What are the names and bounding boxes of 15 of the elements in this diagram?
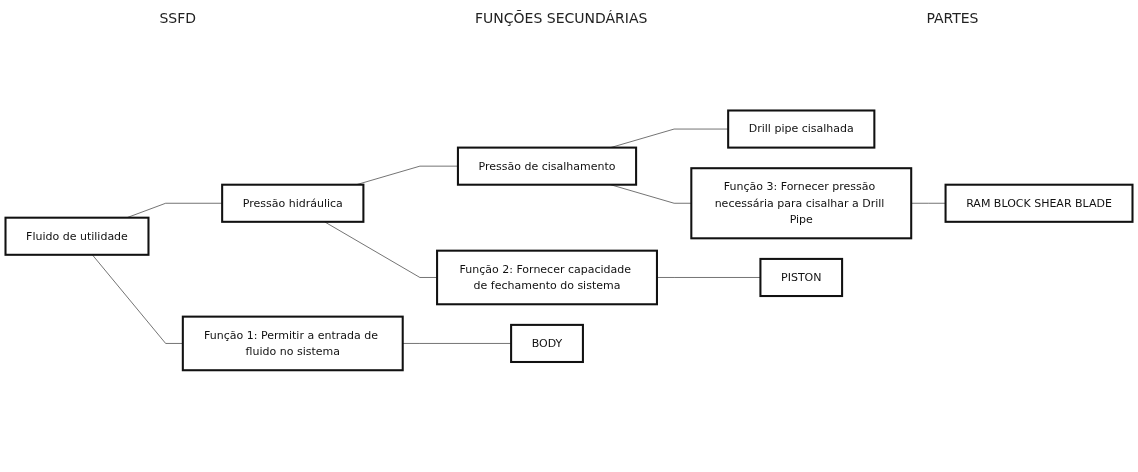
- connector: [402, 342, 512, 344]
- node-box: Drill pipe cisalhada: [727, 109, 876, 149]
- node-box: Pressão de cisalhamento: [456, 146, 638, 186]
- node-box: Pressão hidráulica: [221, 183, 365, 223]
- node-box: Função 1: Permitir a entrada de fluido no sistema: [181, 315, 404, 371]
- connector: [656, 276, 761, 278]
- node-box: PISTON: [759, 257, 844, 297]
- column-heading: SSFD: [159, 10, 197, 26]
- column-heading: FUNÇÕES SECUNDÁRIAS: [475, 10, 648, 26]
- column-heading: PARTES: [926, 10, 979, 26]
- node-box: Função 3: Fornecer pressão necessária para cisalhar a Drill Pipe: [690, 166, 913, 239]
- node-box: BODY: [510, 323, 584, 363]
- node-box: RAM BLOCK SHEAR BLADE: [944, 183, 1134, 223]
- node-box: Função 2: Fornecer capacidade de fechamento do sistema: [436, 249, 658, 305]
- node-box: Fluido de utilidade: [4, 216, 150, 256]
